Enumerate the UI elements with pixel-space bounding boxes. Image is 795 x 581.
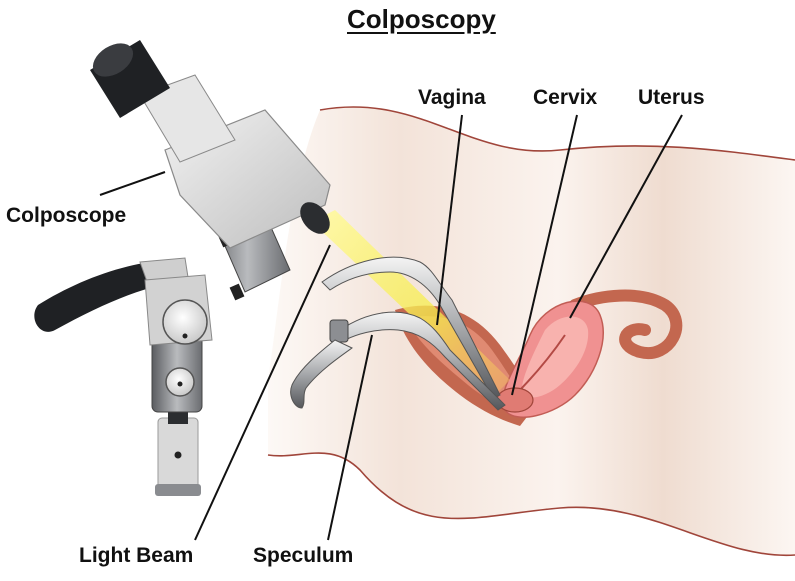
diagram-title: Colposcopy <box>347 4 496 35</box>
cervix <box>497 388 533 412</box>
label-speculum: Speculum <box>253 544 353 568</box>
label-uterus: Uterus <box>638 86 705 110</box>
label-light-beam: Light Beam <box>79 544 193 568</box>
label-colposcope: Colposcope <box>6 204 126 228</box>
label-vagina: Vagina <box>418 86 486 110</box>
label-cervix: Cervix <box>533 86 597 110</box>
colposcope-leader <box>100 172 165 195</box>
